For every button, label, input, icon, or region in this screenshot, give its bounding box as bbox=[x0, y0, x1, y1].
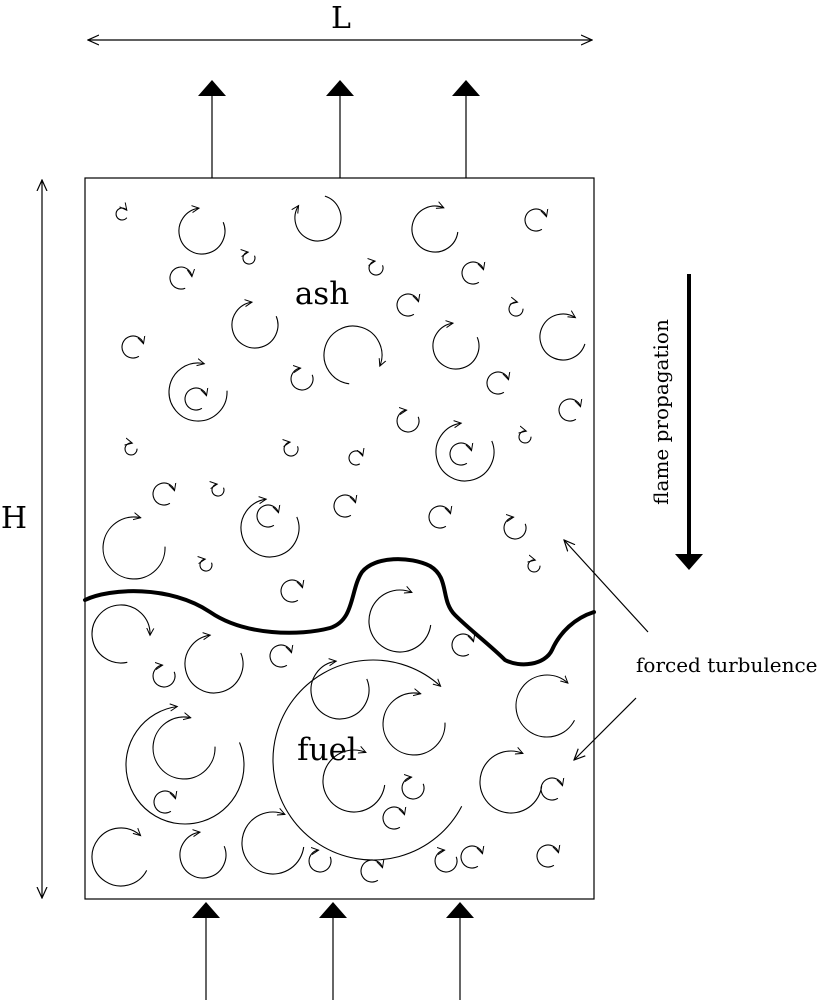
eddy-swirl bbox=[539, 314, 586, 361]
eddy-swirl bbox=[428, 505, 450, 529]
outflow-arrows bbox=[198, 80, 480, 178]
eddy-swirl bbox=[308, 850, 332, 873]
eddy-swirl bbox=[449, 442, 471, 466]
eddy-swirl bbox=[519, 431, 532, 444]
flame-propagation-label: flame propagation bbox=[649, 319, 673, 505]
ash-region-label: ash bbox=[295, 276, 349, 312]
eddy-swirl bbox=[333, 494, 355, 518]
eddy-swirl bbox=[91, 827, 148, 887]
eddy-swirl bbox=[241, 812, 305, 875]
turbulence-pointer-arrow bbox=[564, 540, 649, 633]
eddy-swirl bbox=[322, 750, 386, 813]
eddy-swirl bbox=[200, 559, 213, 572]
eddy-swirl bbox=[121, 335, 143, 359]
eddy-swirl bbox=[360, 859, 382, 883]
eddy-swirl bbox=[243, 252, 256, 265]
eddy-swirl bbox=[240, 499, 300, 558]
eddy-swirl bbox=[169, 266, 192, 290]
eddy-swirl bbox=[323, 325, 382, 385]
eddy-swirl bbox=[486, 371, 508, 395]
eddy-swirl bbox=[451, 633, 473, 657]
eddy-swirl bbox=[153, 790, 175, 814]
eddy-swirl bbox=[540, 777, 562, 801]
eddy-swirl bbox=[503, 517, 527, 540]
eddy-swirl bbox=[348, 451, 363, 466]
eddy-swirl bbox=[536, 844, 558, 868]
width-label: L bbox=[331, 1, 351, 36]
eddy-swirl bbox=[558, 398, 580, 422]
eddy-swirl bbox=[434, 850, 458, 873]
turbulent-eddies bbox=[91, 195, 586, 887]
turbulence-pointer-arrow bbox=[574, 697, 637, 760]
eddy-swirl bbox=[515, 674, 575, 738]
eddy-swirl bbox=[382, 806, 404, 830]
eddy-swirl bbox=[269, 644, 291, 668]
eddy-swirl bbox=[115, 208, 127, 221]
fuel-region-label: fuel bbox=[297, 732, 357, 768]
eddy-swirl bbox=[184, 635, 244, 694]
eddy-swirl bbox=[479, 751, 543, 814]
eddy-swirl bbox=[179, 832, 227, 879]
eddy-swirl bbox=[284, 442, 299, 457]
eddy-swirl bbox=[152, 665, 176, 688]
eddy-swirl bbox=[368, 590, 432, 653]
eddy-swirl bbox=[91, 604, 150, 664]
eddy-swirl bbox=[178, 208, 226, 255]
eddy-swirl bbox=[382, 693, 446, 756]
eddy-swirl bbox=[310, 661, 370, 720]
eddy-swirl bbox=[411, 206, 459, 253]
eddy-swirl bbox=[508, 302, 524, 317]
eddy-swirl bbox=[212, 484, 225, 497]
eddy-swirl bbox=[401, 777, 425, 800]
eddy-swirl bbox=[102, 517, 166, 580]
eddy-swirl bbox=[280, 579, 302, 603]
eddy-swirl bbox=[369, 261, 384, 276]
eddy-swirl bbox=[231, 302, 279, 349]
eddy-swirl bbox=[168, 363, 228, 422]
eddy-swirl bbox=[152, 482, 174, 506]
eddy-swirl bbox=[461, 261, 483, 285]
eddy-swirl bbox=[295, 195, 342, 242]
eddy-swirl bbox=[524, 208, 546, 232]
eddy-swirl bbox=[432, 323, 480, 370]
flame-front bbox=[83, 557, 596, 667]
eddy-swirl bbox=[460, 845, 482, 869]
forced-turbulence-label: forced turbulence bbox=[636, 653, 818, 677]
eddy-swirl bbox=[435, 423, 495, 482]
eddy-swirl bbox=[256, 504, 278, 528]
eddy-swirl bbox=[290, 368, 314, 391]
eddy-swirl bbox=[184, 387, 206, 411]
eddy-swirl bbox=[152, 717, 216, 780]
combustion-domain bbox=[84, 177, 595, 900]
eddy-swirl bbox=[396, 410, 420, 433]
eddy-swirl bbox=[272, 659, 463, 861]
eddy-swirl bbox=[528, 560, 541, 573]
eddy-swirl bbox=[125, 707, 245, 825]
height-label: H bbox=[1, 501, 27, 536]
eddy-swirl bbox=[396, 293, 418, 317]
eddy-swirl bbox=[125, 443, 138, 456]
inflow-arrows bbox=[192, 902, 474, 1000]
